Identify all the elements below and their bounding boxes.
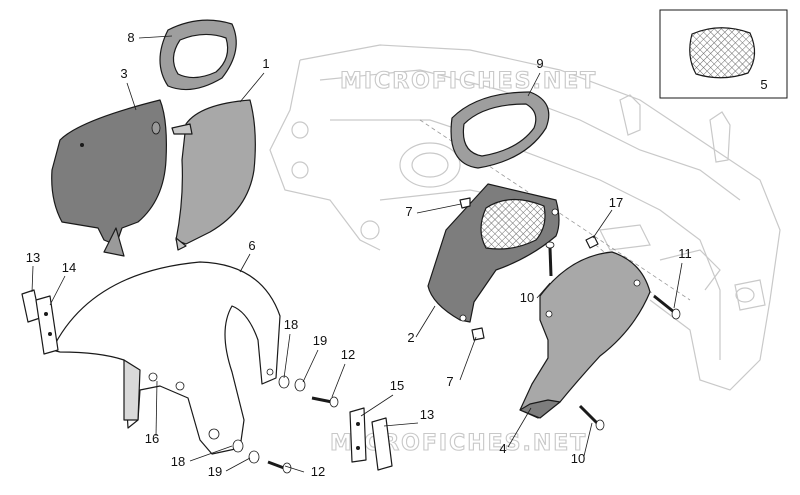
callout-c18b: 18	[171, 454, 185, 469]
callout-c2: 2	[407, 330, 414, 345]
right-side-panel-part	[171, 99, 256, 251]
leader-line-c7b	[459, 336, 477, 381]
lower-fairing-part	[519, 251, 651, 419]
callout-c9: 9	[536, 56, 543, 71]
callout-c19b: 19	[208, 464, 222, 479]
leader-line-c16	[155, 380, 158, 437]
callout-c17: 17	[609, 195, 623, 210]
callout-c19a: 19	[313, 333, 327, 348]
leader-line-c13a	[31, 265, 34, 293]
front-fender-part	[51, 261, 281, 455]
leader-line-c18b	[189, 445, 233, 462]
leader-line-c18a	[283, 333, 291, 379]
callout-c12b: 12	[311, 464, 325, 479]
leader-line-c14	[49, 275, 66, 306]
watermark-top: MICROFICHES.NET	[340, 69, 597, 94]
leader-line-c9	[527, 72, 541, 97]
callout-c13a: 13	[26, 250, 40, 265]
leader-line-c1	[239, 72, 265, 103]
callout-c14: 14	[62, 260, 76, 275]
leader-line-c15	[360, 394, 394, 417]
callout-c16: 16	[145, 431, 159, 446]
leader-line-c17	[592, 209, 613, 239]
callout-c6: 6	[248, 238, 255, 253]
callout-c1: 1	[262, 56, 269, 71]
right-clips-part	[349, 407, 393, 471]
leader-line-c6	[239, 253, 251, 273]
callout-c7a: 7	[405, 204, 412, 219]
callout-c10b: 10	[571, 451, 585, 466]
leader-line-c7a	[416, 203, 462, 214]
watermark-bottom: MICROFICHES.NET	[330, 431, 587, 456]
leader-line-c19a	[302, 349, 319, 383]
gasket-ring-part	[159, 19, 237, 91]
callout-c15: 15	[390, 378, 404, 393]
callout-c13b: 13	[420, 407, 434, 422]
left-clips-part	[21, 289, 59, 355]
callout-c8: 8	[127, 30, 134, 45]
leader-line-c2	[415, 305, 436, 338]
callout-leaders	[31, 35, 683, 473]
callout-c7b: 7	[446, 374, 453, 389]
leader-line-c19b	[225, 457, 251, 472]
callout-c12a: 12	[341, 347, 355, 362]
leader-line-c4	[507, 407, 532, 448]
leader-line-c10b	[583, 422, 593, 457]
leader-line-c3	[126, 82, 137, 111]
air-duct-part	[427, 183, 560, 323]
gasket-ring-right-part	[450, 91, 550, 169]
leader-line-c11	[673, 262, 683, 309]
leader-line-c13b	[383, 422, 419, 427]
callout-c4: 4	[499, 441, 506, 456]
mesh-filter-part	[689, 27, 756, 79]
leader-line-c10a	[536, 282, 551, 299]
callout-c18a: 18	[284, 317, 298, 332]
hardware-parts	[148, 197, 681, 474]
leader-line-c12a	[331, 363, 346, 398]
callout-c5: 5	[760, 77, 767, 92]
callout-c3: 3	[120, 66, 127, 81]
leader-line-c8	[138, 35, 173, 39]
leader-line-c12b	[284, 465, 305, 473]
left-side-panel-part	[51, 99, 167, 257]
callout-c10a: 10	[520, 290, 534, 305]
callout-c11: 11	[678, 246, 692, 261]
